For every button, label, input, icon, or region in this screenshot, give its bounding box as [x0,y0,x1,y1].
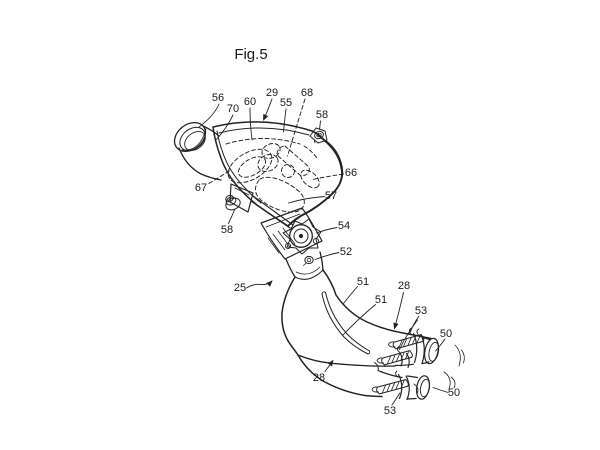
ref-numeral-50-upper: 50 [440,328,452,340]
inlet-duct [173,121,222,181]
leader-58-lower [228,209,235,224]
leader-52 [314,252,340,260]
leader-55 [283,108,287,133]
ref-numeral-67: 67 [195,182,207,194]
leader-53-upper-2 [399,319,418,350]
leader-66 [312,173,344,180]
upper-mount-bolt [309,127,328,144]
side-bracket-and-bolt [225,183,254,213]
figure-title: Fig.5 [234,46,267,63]
ref-numeral-60: 60 [244,96,256,108]
leader-56 [198,103,220,128]
break-lines [443,344,465,390]
ref-numeral-54: 54 [338,220,350,232]
air-cleaner-body [212,121,344,227]
figure-title-group: Fig.5 [234,46,267,63]
outlet-flange [260,207,323,260]
ref-numeral-28-lower: 28 [313,372,325,384]
leader-29 [263,98,273,121]
ref-numeral-58-upper: 58 [316,109,328,121]
leader-51-b [342,304,376,336]
hose-clamps [371,327,425,401]
reference-labels: 56 70 60 29 55 68 58 67 66 57 58 54 52 2… [195,87,460,417]
small-bolt-52 [303,255,314,266]
leader-57 [288,196,325,204]
ref-numeral-70: 70 [227,103,239,115]
connecting-pipe [281,251,432,400]
body-hidden-details [225,138,320,213]
leader-53-lower [391,392,401,406]
ref-numeral-68: 68 [301,87,313,99]
ref-numeral-52: 52 [340,246,352,258]
leader-28-lower [324,359,334,372]
leader-51-a [343,286,358,304]
ref-numeral-25: 25 [234,282,246,294]
mounting-stay [250,195,294,229]
ref-numeral-28-upper: 28 [398,280,410,292]
ref-numeral-50-lower: 50 [448,387,460,399]
leader-67 [208,170,231,184]
pipe-ends [406,336,440,400]
ref-numeral-51-b: 51 [375,294,387,306]
leader-58-upper [319,120,321,130]
leader-28-upper [393,292,404,330]
leader-70 [215,114,234,141]
leader-lines [198,98,449,406]
ref-numeral-51-a: 51 [357,276,369,288]
leader-50-upper [435,338,446,352]
ref-numeral-66: 66 [345,167,357,179]
ref-numeral-55: 55 [280,97,292,109]
leader-54 [316,227,338,234]
leader-68 [287,98,306,157]
ref-numeral-29: 29 [266,87,278,99]
sensor-unit [282,218,322,255]
ref-numeral-56: 56 [212,92,224,104]
ref-numeral-58-lower: 58 [221,224,233,236]
leader-25 [246,280,273,289]
ref-numeral-53-upper: 53 [415,305,427,317]
leader-50-lower [432,387,449,393]
leader-60 [249,107,253,141]
ref-numeral-57: 57 [325,190,337,202]
ref-numeral-53-lower: 53 [384,405,396,417]
